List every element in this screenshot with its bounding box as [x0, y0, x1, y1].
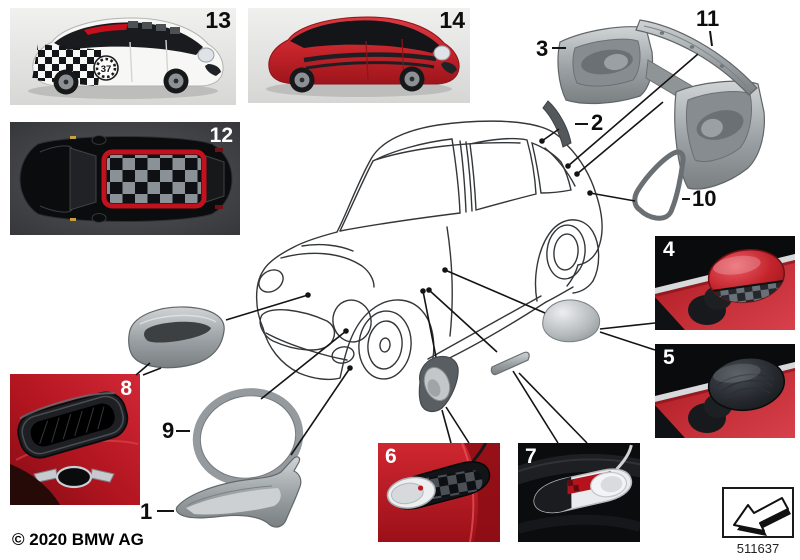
callout-3[interactable]: 3 — [536, 36, 549, 61]
mini-badge — [33, 465, 115, 489]
photo-14-label[interactable]: 14 — [439, 8, 465, 33]
part-2-roof-blade-render[interactable] — [542, 100, 572, 148]
photo-12-image — [10, 122, 240, 235]
photo-7-image — [518, 443, 640, 542]
photo-4-label[interactable]: 4 — [663, 238, 675, 261]
photo-8-label[interactable]: 8 — [120, 377, 132, 400]
callout-dots — [305, 138, 593, 371]
part-3-rear-diffuser-render[interactable] — [557, 26, 765, 190]
callout-9[interactable]: 9 — [162, 418, 175, 443]
side-scuttle-render[interactable] — [418, 355, 459, 413]
callout-10[interactable]: 10 — [692, 186, 717, 211]
part-10-window-seal-render[interactable] — [632, 149, 686, 221]
fender-strip-render[interactable] — [490, 351, 530, 376]
photo-7-label[interactable]: 7 — [525, 445, 537, 468]
label-dashes — [157, 30, 713, 512]
photo-5-label[interactable]: 5 — [663, 346, 675, 369]
callout-2[interactable]: 2 — [591, 110, 604, 135]
part-1-front-lip-render[interactable] — [175, 456, 302, 528]
photo-6-label[interactable]: 6 — [385, 445, 397, 468]
photo-8-bonnet-scoop[interactable]: 8 — [10, 374, 140, 505]
copyright-text: © 2020 BMW AG — [12, 530, 144, 549]
photo-6-side-scuttle-red[interactable]: 6 — [378, 443, 500, 542]
car-line-drawing — [255, 120, 603, 381]
photo-5-image — [655, 344, 795, 438]
arrow-glyph — [733, 497, 791, 536]
part-11-spoiler-strip-render[interactable] — [635, 19, 758, 96]
photo-4-image — [655, 236, 795, 330]
photo-14-red-car[interactable]: 14 — [248, 8, 470, 103]
racing-number: 37 — [101, 64, 112, 75]
photo-14-image — [248, 8, 470, 103]
photo-13-label[interactable]: 13 — [205, 8, 231, 33]
photo-8-image — [10, 374, 140, 505]
photo-7-side-scuttle-black[interactable]: 7 — [518, 443, 640, 542]
part-9-headlight-ring-render[interactable] — [188, 382, 308, 492]
bonnet-scoop-render[interactable] — [128, 306, 225, 369]
photo-12-roof-top-view[interactable]: 12 — [10, 122, 240, 235]
photo-6-image — [378, 443, 500, 542]
photo-13-image: 37 — [10, 8, 236, 105]
photo-13-livery-car[interactable]: 37 13 — [10, 8, 236, 105]
photo-12-label[interactable]: 12 — [209, 124, 233, 147]
callout-1[interactable]: 1 — [140, 499, 153, 524]
photo-5-carbon-mirror-cap[interactable]: 5 — [655, 344, 795, 438]
diagram-number: 511637 — [736, 541, 780, 556]
callout-11[interactable]: 11 — [696, 6, 720, 31]
direction-arrow-icon — [722, 487, 794, 538]
mirror-cap-render[interactable] — [542, 299, 601, 343]
leader-lines — [135, 53, 699, 456]
photo-4-red-mirror-cap[interactable]: 4 — [655, 236, 795, 330]
